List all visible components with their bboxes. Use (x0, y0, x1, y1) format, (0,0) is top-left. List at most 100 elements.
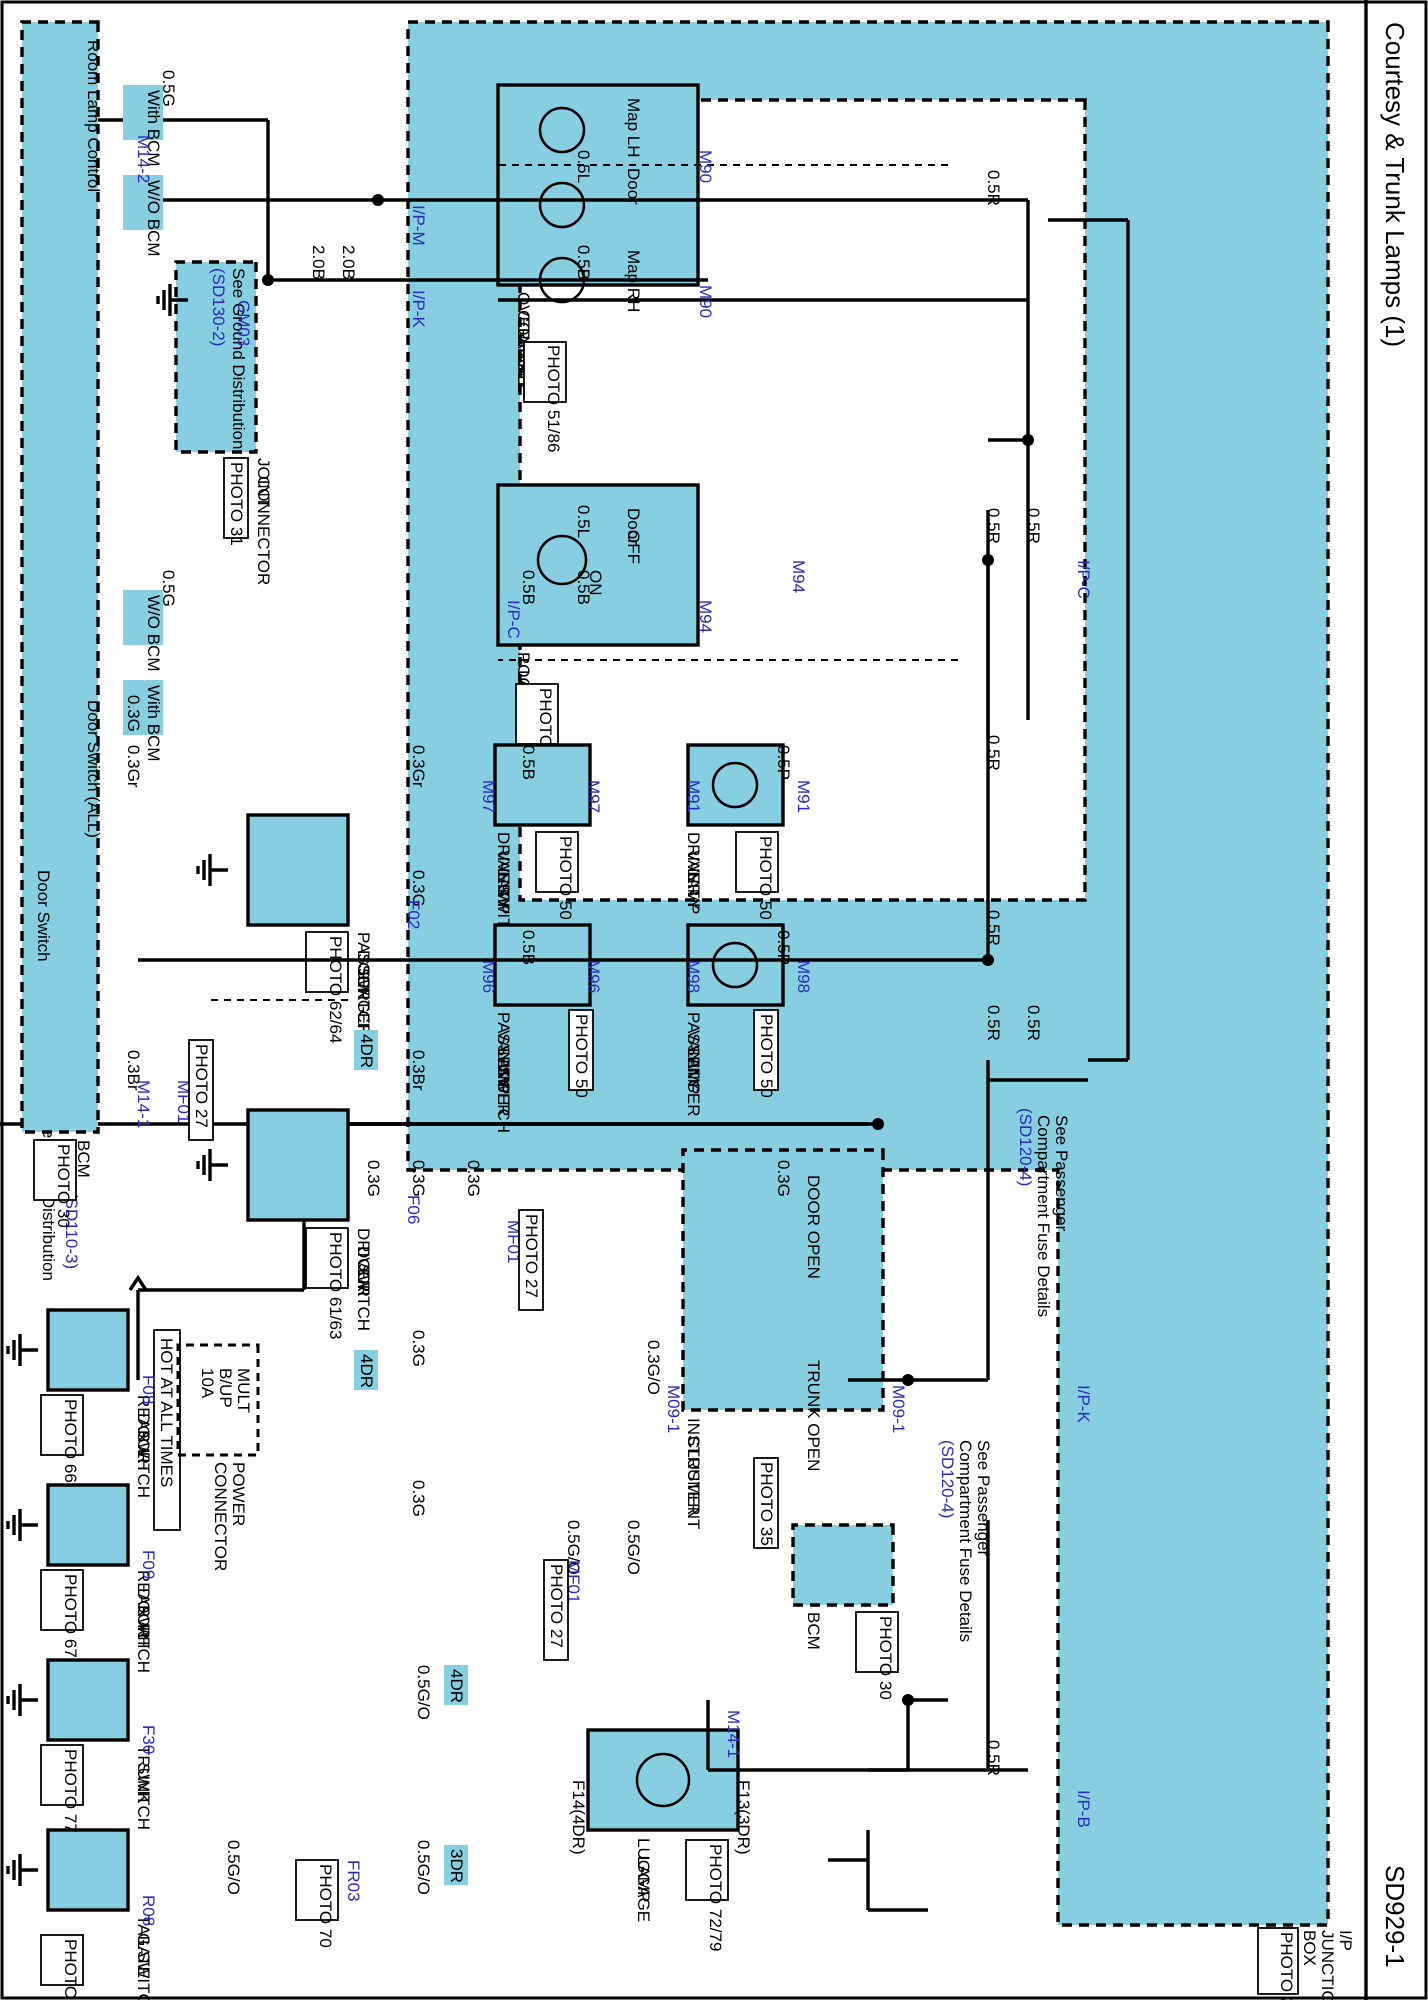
dv-lamp-label-1: DRIVER (684, 832, 703, 896)
luggage-photo-box (685, 1839, 729, 1901)
dds-photo-box (305, 1227, 349, 1289)
cluster-label-1: INSTRUMENT (684, 1418, 703, 1529)
wl-05p-a: 0.5P (774, 745, 793, 780)
joint-label-2: CONNECTOR (254, 476, 273, 585)
ground-tailgate (6, 1852, 40, 1888)
wl-05r-h: 0.5R (984, 1740, 1003, 1776)
wl-20b-a: 2.0B (339, 245, 358, 280)
pv-switch-photo-box (568, 1009, 594, 1091)
cn-m14-2: M14-2 (134, 135, 153, 183)
rdl-label-3: SWITCH (134, 1431, 153, 1498)
wire-group (98, 118, 1130, 1912)
trunk-photo-box (40, 1744, 84, 1806)
splice-3 (982, 954, 994, 966)
bcm-right-name: BCM (804, 1612, 823, 1650)
driver-vanity-switch (493, 743, 592, 827)
photo27-a: PHOTO 27 (192, 1044, 211, 1128)
rear-door-switch-lh (46, 1308, 130, 1392)
pv-lamp-label-1: PASSENGER (684, 1012, 703, 1117)
cn-m97-a: M97 (584, 780, 603, 813)
tag-4dr-3 (444, 1665, 468, 1705)
cn-ip-k-b: I/P-K (1074, 1385, 1093, 1423)
cn-m98-b: M98 (794, 960, 813, 993)
dds-photo: PHOTO 61/63 (326, 1232, 345, 1339)
cn-f30: F30 (139, 1725, 158, 1754)
cn-f09: F09 (139, 1550, 158, 1579)
tag-with-bcm-1 (123, 85, 163, 140)
fuse-note-mid-ref: (SD120-4) (938, 1440, 957, 1518)
tag-4dr-2 (354, 1350, 378, 1390)
rdr-photo-box (40, 1569, 84, 1631)
cn-f08: F08 (139, 1375, 158, 1404)
rdl-photo: PHOTO 66 (61, 1399, 80, 1483)
bcm-door-switch: Door Switch (34, 870, 53, 962)
ground-rdr (6, 1507, 40, 1543)
wl-05r-d: 0.5R (984, 735, 1003, 771)
luggage-f13: F13(3DR) (734, 1780, 753, 1855)
overhead-photo-box (523, 341, 567, 403)
pv-lamp-photo: PHOTO 50 (757, 1014, 776, 1098)
joint-photo-box (223, 457, 249, 539)
cn-m97-b: M97 (479, 780, 498, 813)
power-dist-ref: (SD110-3) (62, 1192, 81, 1269)
ground-dds (196, 1147, 230, 1183)
wl-05r-f: 0.5R (984, 1005, 1003, 1041)
wl-05g-a: 0.5G (159, 70, 178, 107)
wl-05b-a: 0.5B (574, 245, 593, 280)
power-connector-label-1: POWER (229, 1462, 248, 1526)
wl-05r-e: 0.5R (984, 910, 1003, 946)
junction-box-photo: PHOTO 28/29 (1277, 1932, 1296, 2000)
pv-switch-label-4: SWITCH (494, 1066, 513, 1133)
trunk-label-2: SWITCH (134, 1763, 153, 1830)
fuse-label-3: 10A (198, 1368, 217, 1399)
wl-05b-d: 0.5B (519, 745, 538, 780)
cluster-photo: PHOTO 35 (757, 1462, 776, 1546)
map-lh-bulb (538, 106, 586, 154)
bcm-door-switch-all: Door Switch (ALL) (84, 700, 103, 838)
cn-f06: F06 (404, 1195, 423, 1224)
tag-3dr (444, 1845, 468, 1885)
rdl-label-2: DOOR (134, 1413, 153, 1464)
tailgate-label-2: GATE (134, 1933, 153, 1978)
photo27-box-c (543, 1559, 569, 1661)
photo70-box (295, 1859, 339, 1921)
cn-m96-b: M96 (479, 960, 498, 993)
wl-03g-b: 0.3G (409, 870, 428, 907)
pds-label-3: SWITCH (354, 968, 373, 1035)
luggage-lamp-bulb (635, 1752, 691, 1808)
cluster-label-2: CLUSTER (684, 1436, 703, 1515)
pv-lamp-label-3: LAMP (684, 1048, 703, 1094)
dv-switch-photo: PHOTO 50 (556, 836, 575, 920)
wl-03gr-b: 0.3Gr (409, 745, 428, 788)
tag-with-bcm-1-text: With BCM (144, 90, 163, 167)
cn-m96-a: M96 (584, 960, 603, 993)
cn-m98-a: M98 (684, 960, 703, 993)
instrument-cluster (681, 1148, 885, 1412)
bcm-right-photo: PHOTO 30 (876, 1616, 895, 1700)
wl-05go-c: 0.5G/O (414, 1665, 433, 1720)
pv-switch-label-1: PASSENGER (494, 1012, 513, 1117)
cn-m94-b: M94 (696, 600, 715, 633)
trunk-switch (46, 1658, 130, 1742)
trunk-label-1: TRUNK (134, 1745, 153, 1804)
power-connector-label-2: CONNECTOR (211, 1462, 230, 1571)
wl-05go-e: 0.5G/O (224, 1840, 243, 1895)
rdr-photo: PHOTO 67 (61, 1574, 80, 1658)
bcm-left-photo-box (33, 1139, 77, 1201)
cluster-trunk-open: TRUNK OPEN (804, 1360, 823, 1471)
wl-03g-f: 0.3G (774, 1160, 793, 1197)
joint-photo: PHOTO 31 (227, 462, 246, 546)
photo70: PHOTO 70 (316, 1864, 335, 1948)
splice-4 (902, 1374, 914, 1386)
tailgate-label-3: SWITCH (134, 1951, 153, 2000)
tailgate-photo: PHOTO 83 (61, 1939, 80, 2000)
tag-with-bcm-2 (123, 680, 163, 735)
fuse-note-top-1: See Passenger (1052, 1115, 1071, 1232)
cn-f02: F02 (404, 900, 423, 929)
room-lamp-off: OFF (624, 530, 643, 564)
cn-m94-a: M94 (789, 560, 808, 593)
cn-m09-1-b: M09-1 (664, 1385, 683, 1433)
tag-4dr-2-text: 4DR (357, 1354, 376, 1388)
pv-switch-photo: PHOTO 50 (572, 1014, 591, 1098)
dv-switch-label-3: LAMP (494, 868, 513, 914)
